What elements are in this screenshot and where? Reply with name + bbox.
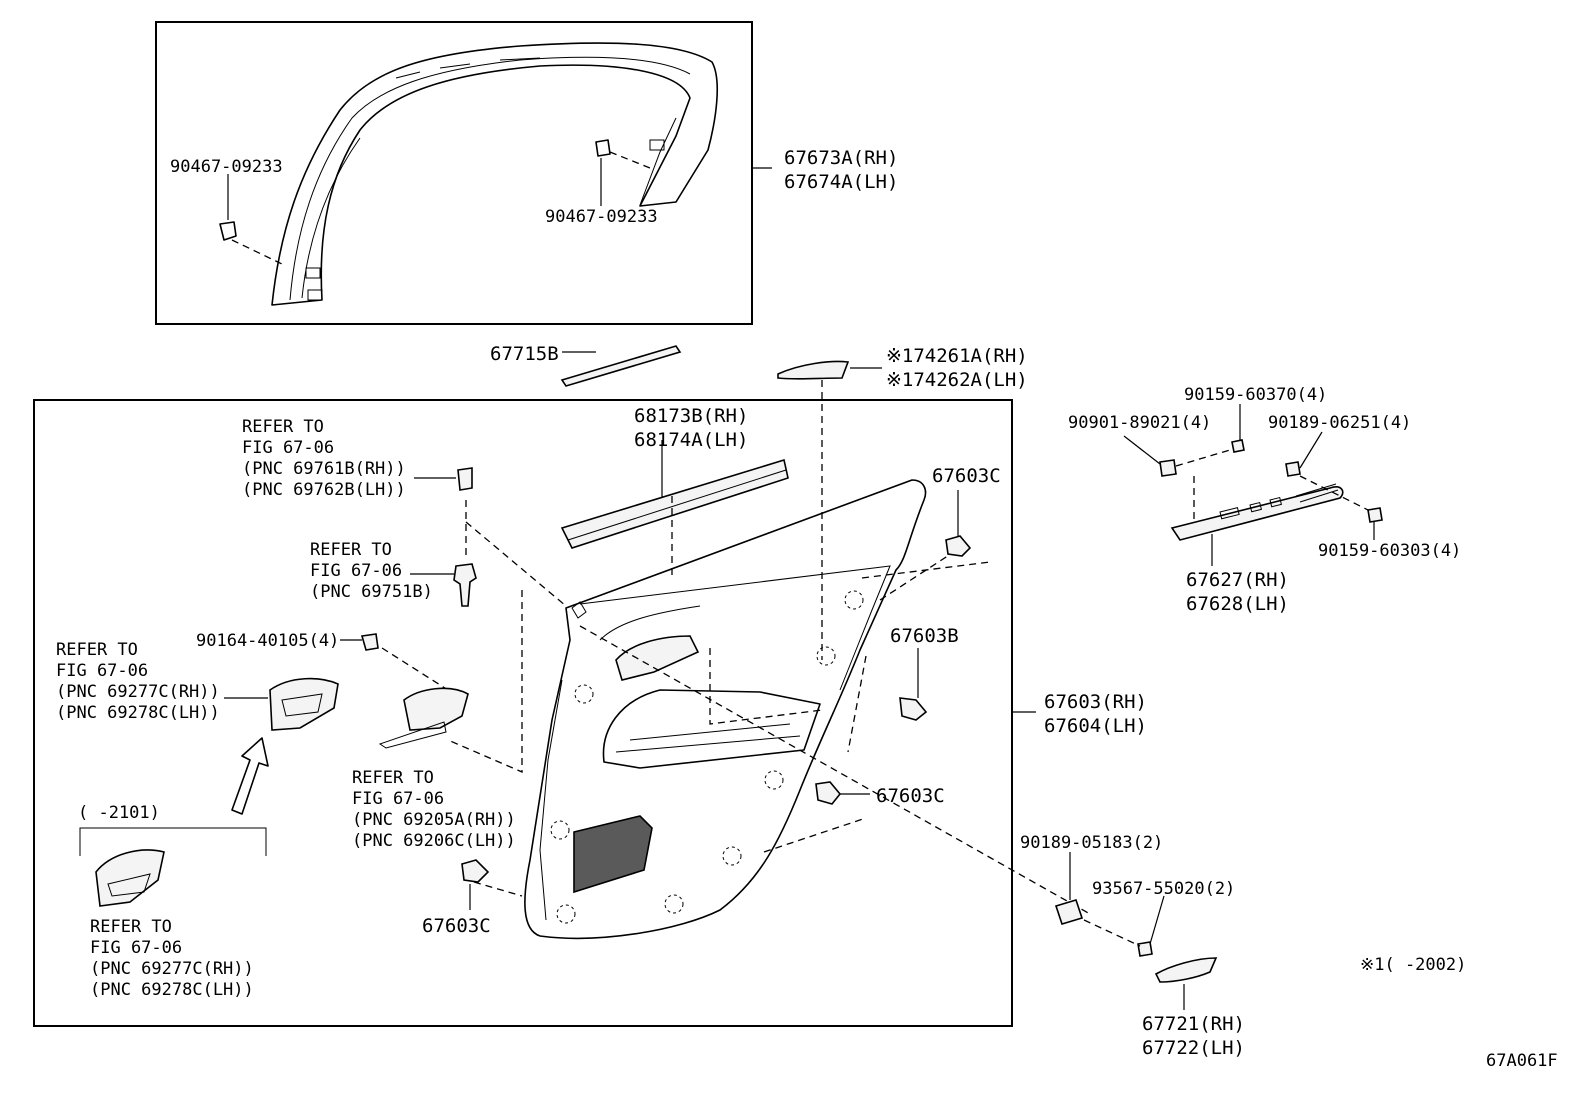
label-clip-b: 67603B: [890, 625, 959, 647]
lower-screw: [1083, 895, 1165, 957]
inner-handle: [378, 687, 469, 749]
label-bracket-nut: 90901-89021(4): [1068, 413, 1211, 433]
label-board-rh: 67603(RH): [1044, 691, 1147, 713]
ref5-line-3: (PNC 69277C(RH)): [90, 959, 254, 979]
ref3-line-3: (PNC 69277C(RH)): [56, 682, 220, 702]
label-lower-screw: 93567-55020(2): [1092, 879, 1235, 899]
ref2-part: [410, 563, 477, 607]
lower-clip: [1054, 852, 1084, 925]
ref1-part: [414, 467, 473, 491]
ref2-line-2: FIG 67-06: [310, 561, 402, 581]
ref3-line-4: (PNC 69278C(LH)): [56, 703, 220, 723]
bracket-clip: [1285, 431, 1373, 513]
clip-left: [219, 221, 283, 265]
label-weatherstrip-rh: 68173B(RH): [634, 405, 748, 427]
ref2-line-3: (PNC 69751B): [310, 582, 433, 602]
ref4-line-1: REFER TO: [352, 768, 434, 788]
label-screw-90164: 90164-40105(4): [196, 631, 339, 651]
label-bracket-clip: 90189-06251(4): [1268, 413, 1411, 433]
ref1-line-3: (PNC 69761B(RH)): [242, 459, 406, 479]
label-clip-left: 90467-09233: [170, 157, 283, 177]
ref1-line-4: (PNC 69762B(LH)): [242, 480, 406, 500]
main-guides: [381, 500, 1091, 915]
main-box-frame: [33, 399, 1013, 1027]
label-bracket-screw1: 90159-60370(4): [1184, 385, 1327, 405]
moulding-strip: [560, 345, 682, 387]
label-board-lh: 67604(LH): [1044, 715, 1147, 737]
note-text: ※1( -2002): [1360, 955, 1466, 975]
diagram-id: 67A061F: [1486, 1051, 1558, 1071]
clip-right: [595, 139, 651, 206]
door-frame-garnish: [271, 42, 719, 306]
ref5-line-4: (PNC 69278C(LH)): [90, 980, 254, 1000]
upper-box-frame: [155, 21, 753, 325]
label-garnish-lh: 67674A(LH): [784, 171, 898, 193]
bracket-screw2: [1367, 507, 1383, 540]
clip-67603c-top: [945, 490, 972, 557]
ref1-line-2: FIG 67-06: [242, 438, 334, 458]
old-handle-bezel: [79, 827, 267, 907]
ref1-line-1: REFER TO: [242, 417, 324, 437]
label-lower-rh: 67721(RH): [1142, 1013, 1245, 1035]
ref3-text: REFER TO FIG 67-06 (PNC 69277C(RH)) (PNC…: [56, 640, 220, 723]
ref2-line-1: REFER TO: [310, 540, 392, 560]
bracket-screw1: [1231, 404, 1245, 453]
ref1-text: REFER TO FIG 67-06 (PNC 69761B(RH)) (PNC…: [242, 417, 406, 500]
ref4-line-3: (PNC 69205A(RH)): [352, 810, 516, 830]
ref5-line-1: REFER TO: [90, 917, 172, 937]
ref3-line-2: FIG 67-06: [56, 661, 148, 681]
lower-cover: [1154, 957, 1218, 1010]
ref2-text: REFER TO FIG 67-06 (PNC 69751B): [310, 540, 433, 602]
label-bracket-screw2: 90159-60303(4): [1318, 541, 1461, 561]
handle-bezel: [224, 677, 339, 731]
screw-90164: [340, 633, 379, 651]
ref3-line-1: REFER TO: [56, 640, 138, 660]
clip-67603c-bottom: [461, 859, 490, 910]
clip-67603b: [899, 648, 928, 721]
ref4-line-4: (PNC 69206C(LH)): [352, 831, 516, 851]
bracket-nut: [1123, 435, 1231, 520]
label-bracket-lh: 67628(LH): [1186, 593, 1289, 615]
label-clip-c-top: 67603C: [932, 465, 1001, 487]
door-trim-board: [524, 479, 927, 940]
ref5-text: REFER TO FIG 67-06 (PNC 69277C(RH)) (PNC…: [90, 917, 254, 1000]
label-moulding: 67715B: [490, 343, 559, 365]
ref4-text: REFER TO FIG 67-06 (PNC 69205A(RH)) (PNC…: [352, 768, 516, 851]
ref4-line-2: FIG 67-06: [352, 789, 444, 809]
label-cover-lh: ※174262A(LH): [886, 369, 1028, 391]
label-clip-c-mid: 67603C: [876, 785, 945, 807]
label-cover-rh: ※174261A(RH): [886, 345, 1028, 367]
label-lower-lh: 67722(LH): [1142, 1037, 1245, 1059]
clip-67603c-mid: [815, 781, 870, 805]
label-lower-clip: 90189-05183(2): [1020, 833, 1163, 853]
ref5-line-2: FIG 67-06: [90, 938, 182, 958]
label-date-range: ( -2101): [78, 803, 160, 823]
inner-weatherstrip: [560, 440, 789, 576]
label-clip-right: 90467-09233: [545, 207, 658, 227]
label-weatherstrip-lh: 68174A(LH): [634, 429, 748, 451]
label-clip-c-bottom: 67603C: [422, 915, 491, 937]
armrest-bracket: [1170, 483, 1344, 541]
arrow-icon: [231, 737, 269, 815]
label-bracket-rh: 67627(RH): [1186, 569, 1289, 591]
cover-piece: [777, 360, 882, 660]
label-garnish-rh: 67673A(RH): [784, 147, 898, 169]
